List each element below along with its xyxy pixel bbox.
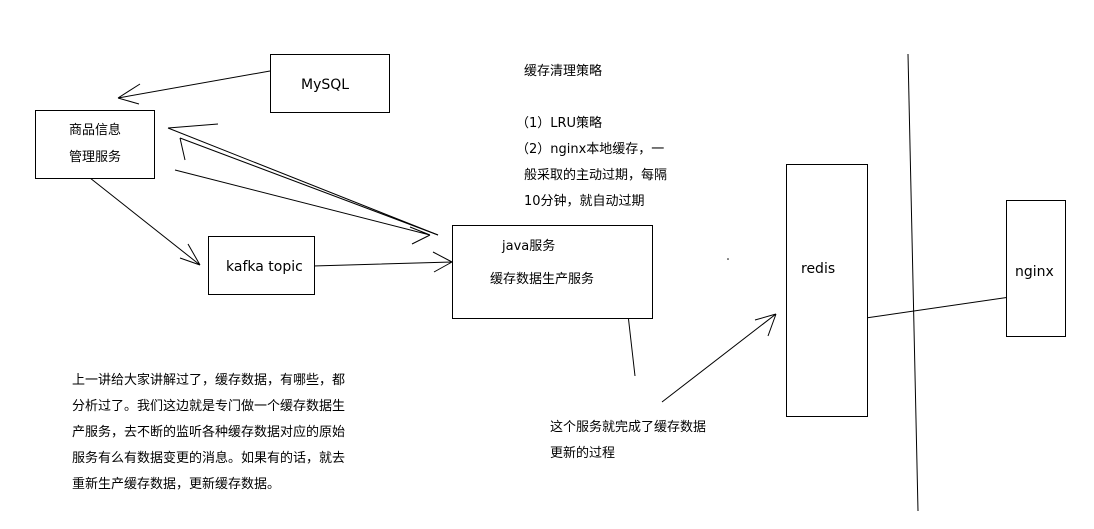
stray-dot: [727, 258, 729, 260]
nginx-label: nginx: [1015, 264, 1054, 280]
arrow-product-to-java: [174, 169, 431, 245]
redis-label: redis: [801, 261, 836, 277]
strategy-title: 缓存清理策略: [524, 64, 603, 79]
java-service-label-2: 缓存数据生产服务: [490, 272, 595, 287]
explanation-line-2: 分析过了。我们这边就是专门做一个缓存数据生: [72, 399, 346, 414]
product-service-label-2: 管理服务: [69, 150, 122, 165]
arrow-kafka-to-java: [312, 251, 453, 273]
explanation-line-1: 上一讲给大家讲解过了，缓存数据，有哪些，都: [72, 373, 346, 388]
arrow-mysql-to-product: [117, 70, 271, 105]
product-service-box: 商品信息 管理服务: [35, 110, 155, 179]
annotation-line-1: 这个服务就完成了缓存数据: [550, 420, 707, 435]
mysql-label: MySQL: [301, 77, 350, 93]
explanation-line-3: 产服务，去不断的监听各种缓存数据对应的原始: [72, 425, 346, 440]
kafka-topic-box: kafka topic: [208, 236, 315, 295]
explanation-line-5: 重新生产缓存数据，更新缓存数据。: [72, 477, 281, 492]
separator-line: [907, 53, 919, 512]
arrow-java-to-product-2: [179, 137, 439, 236]
product-service-label-1: 商品信息: [69, 123, 122, 138]
java-service-box: java服务 缓存数据生产服务: [452, 225, 653, 319]
arrow-product-to-kafka: [84, 173, 201, 266]
arrow-annotation-to-redis: [661, 313, 777, 403]
strategy-line-4: 10分钟，就自动过期: [524, 194, 645, 209]
strategy-line-1: （1）LRU策略: [516, 116, 603, 131]
nginx-box: nginx: [1006, 200, 1066, 337]
kafka-topic-label: kafka topic: [226, 259, 303, 275]
mysql-box: MySQL: [270, 54, 390, 113]
annotation-line-2: 更新的过程: [550, 446, 616, 461]
strategy-line-2: （2）nginx本地缓存，一: [516, 142, 665, 157]
java-service-label-1: java服务: [502, 239, 556, 254]
redis-box: redis: [786, 164, 868, 417]
strategy-line-3: 般采取的主动过期，每隔: [524, 168, 668, 183]
arrow-java-to-product-1: [167, 123, 439, 236]
explanation-line-4: 服务有么有数据变更的消息。如果有的话，就去: [72, 451, 346, 466]
arrow-nginx-to-redis: [844, 295, 1018, 331]
